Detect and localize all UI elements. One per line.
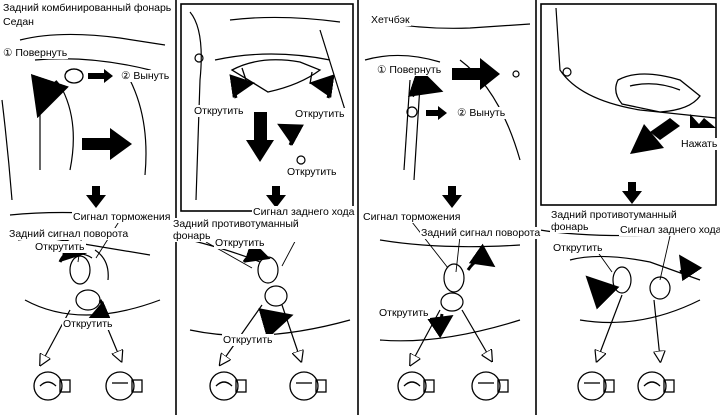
panel3-bulb-leaders — [412, 309, 490, 362]
panel3-label-brake: Сигнал торможения — [362, 211, 462, 223]
panel4-bulb-leaders — [598, 294, 660, 358]
panel3-turn-arrow — [407, 66, 444, 98]
panel2-label-fog: Задний противотуманный фонарь — [172, 218, 306, 242]
panel2-down-arrow — [266, 186, 286, 208]
panel1-body-lines — [1, 33, 169, 216]
panel1-big-arrow — [82, 128, 132, 160]
panel3-big-arrow — [452, 58, 500, 90]
panel2-label-unscrew-a: Открутить — [214, 237, 266, 249]
panel2-lamp-assembly — [189, 239, 351, 339]
panel2-unscrew-right — [309, 74, 335, 99]
panel4-bulbs — [577, 371, 675, 401]
panel4-label-reverse: Сигнал заднего хода — [619, 224, 720, 236]
panel1-remove-arrow — [88, 69, 113, 83]
panel1-label-unscrew-a: Открутить — [34, 241, 86, 253]
panel3-lamp-assembly — [379, 239, 521, 342]
panel2-label-reverse: Сигнал заднего хода — [252, 206, 356, 218]
panel1-title: Задний комбинированный фонарь — [3, 2, 172, 14]
panel1-turn-arrow — [30, 73, 69, 119]
panel1-socket-top — [64, 68, 84, 84]
panel4-label-press: Нажать — [680, 138, 719, 150]
panel3-remove-arrow — [426, 106, 447, 120]
panel3-step-turn: ① Повернуть — [376, 64, 443, 76]
panel3-label-unscrew: Открутить — [378, 307, 430, 319]
panel4-press-arrow — [690, 114, 716, 128]
panel3-body-lines — [364, 19, 531, 181]
panel2-label-unscrew-mid: Открутить — [286, 166, 338, 178]
panel3-label-turn-signal: Задний сигнал поворота — [420, 227, 542, 239]
panel2-lid — [230, 59, 322, 93]
panel1-bulbs — [33, 371, 143, 401]
panel2-label-unscrew-left: Открутить — [193, 105, 245, 117]
panel1-label-unscrew-b: Открутить — [62, 318, 114, 330]
panel1-subtitle: Седан — [3, 16, 34, 28]
panel1-lamp-assembly — [17, 237, 161, 324]
panel3-step-remove: ② Вынуть — [456, 107, 507, 119]
panel1-label-turn-signal: Задний сигнал поворота — [8, 228, 130, 240]
panel3-bulbs — [397, 371, 509, 401]
panel1-down-arrow — [86, 186, 106, 208]
panel2-body-lines — [189, 11, 346, 201]
panel3-title: Хетчбэк — [370, 14, 411, 26]
panel4-cover — [615, 73, 701, 113]
panel4-lamp-assembly — [569, 254, 703, 324]
panel1-step-remove: ② Вынуть — [120, 70, 171, 82]
panel4-down-arrow — [622, 182, 642, 204]
panel4-body-lines — [539, 7, 717, 237]
panel4-big-arrow — [630, 118, 680, 154]
panel1-step-turn: ① Повернуть — [2, 47, 69, 59]
panel2-label-unscrew-b: Открутить — [222, 334, 274, 346]
panel4-label-unscrew: Открутить — [552, 242, 604, 254]
panel2-label-unscrew-right: Открутить — [294, 108, 346, 120]
panel3-down-arrow — [442, 186, 462, 208]
panel2-unscrew-mid — [277, 123, 304, 146]
panel1-label-brake: Сигнал торможения — [72, 211, 172, 223]
panel2-bulbs — [209, 371, 327, 401]
panel2-unscrew-left — [229, 74, 255, 99]
panel2-bulb-leaders — [222, 304, 300, 362]
panel2-big-down-arrow — [246, 112, 274, 162]
